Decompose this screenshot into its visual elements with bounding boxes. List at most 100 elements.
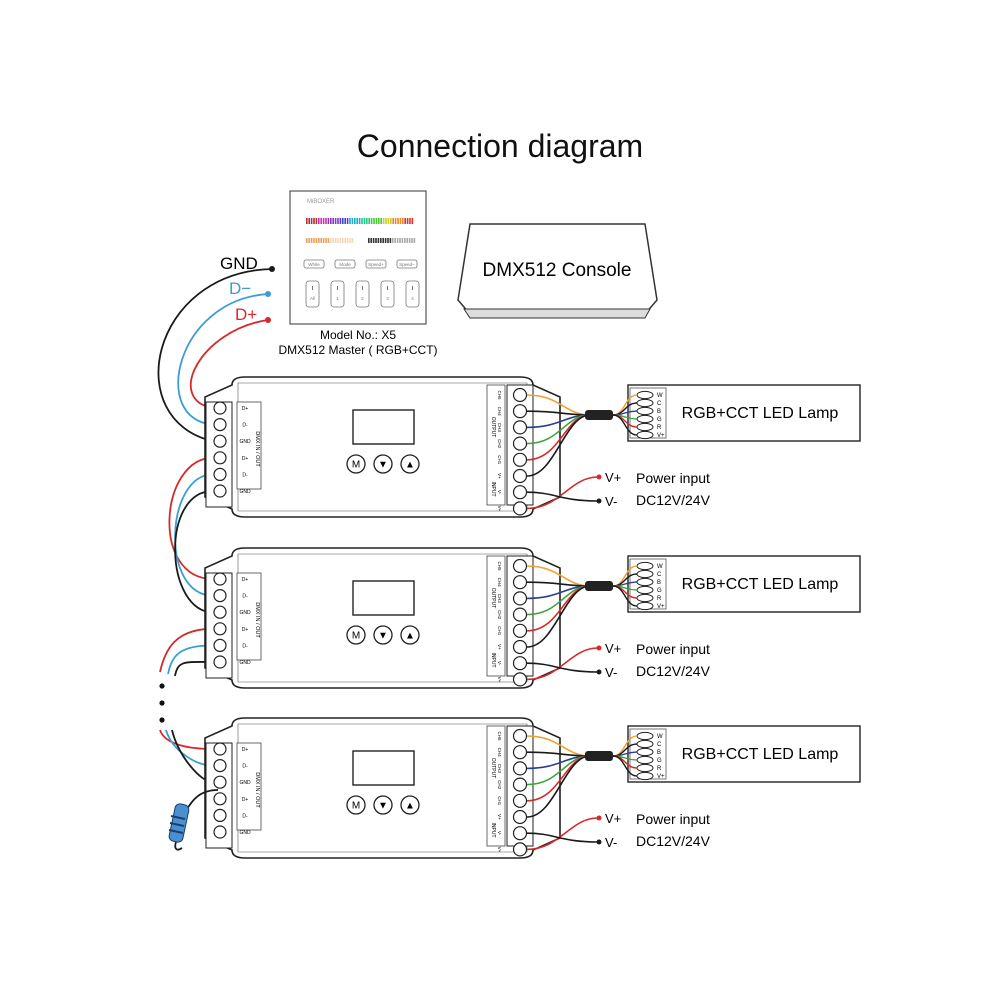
output-terminal-screw[interactable] xyxy=(512,452,528,467)
lamp-pin-label: C xyxy=(657,401,662,407)
panel-description: DMX512 Master ( RGB+CCT) xyxy=(278,343,437,357)
down-button[interactable] xyxy=(373,625,393,645)
up-button[interactable] xyxy=(400,454,420,474)
panel-button-label: White xyxy=(308,262,320,267)
output-terminal-screw[interactable] xyxy=(512,591,528,606)
power-vminus-label: V- xyxy=(605,494,617,509)
dmx-terminal-label: D+ xyxy=(242,797,249,803)
output-terminal-screw[interactable] xyxy=(512,420,528,435)
panel-button[interactable] xyxy=(365,259,387,269)
panel-button[interactable] xyxy=(334,259,356,269)
dmx-terminal-screw[interactable] xyxy=(213,808,227,823)
decoder-button-label: ▼ xyxy=(378,801,388,812)
panel-button[interactable] xyxy=(396,259,418,269)
output-terminal-screw[interactable] xyxy=(512,777,528,792)
lamp-pin[interactable] xyxy=(636,739,654,749)
lamp-pin[interactable] xyxy=(636,406,654,416)
mode-button[interactable] xyxy=(346,625,366,645)
panel-zone-button[interactable] xyxy=(380,280,395,308)
output-terminal-screw[interactable] xyxy=(512,793,528,808)
mode-button[interactable] xyxy=(346,454,366,474)
output-terminal-screw[interactable] xyxy=(512,761,528,776)
power-voltage-label: DC12V/24V xyxy=(636,663,711,679)
panel-zone-button[interactable] xyxy=(355,280,370,308)
output-terminal-screw[interactable] xyxy=(512,623,528,638)
output-terminal-label: V+ xyxy=(497,677,502,683)
lamp-pin-label: W xyxy=(657,564,663,570)
dmx-terminal-screw[interactable] xyxy=(213,742,227,756)
output-terminal-screw[interactable] xyxy=(512,387,528,403)
dmx-terminal-screw[interactable] xyxy=(213,758,227,773)
output-terminal-screw[interactable] xyxy=(512,809,528,825)
dmx-terminal-screw[interactable] xyxy=(213,418,227,432)
panel-button-label: Speed+ xyxy=(368,262,384,267)
panel-zone-button[interactable] xyxy=(305,280,320,308)
dmx-terminal-label: GND xyxy=(239,610,251,616)
dmx-terminal-screw[interactable] xyxy=(213,825,227,839)
output-terminal-screw[interactable] xyxy=(512,826,528,841)
panel-zone-button[interactable] xyxy=(405,280,420,308)
output-terminal-screw[interactable] xyxy=(512,501,528,516)
panel-zone-button[interactable] xyxy=(330,280,345,308)
output-terminal-screw[interactable] xyxy=(512,639,528,655)
lamp-pin[interactable] xyxy=(636,577,654,587)
output-terminal-label: V- xyxy=(497,661,502,666)
dmx-terminal-screw[interactable] xyxy=(213,638,227,653)
lamp-pin[interactable] xyxy=(636,569,654,579)
down-button[interactable] xyxy=(373,454,393,474)
mode-button[interactable] xyxy=(346,795,366,815)
up-button[interactable] xyxy=(400,795,420,815)
output-terminal-screw[interactable] xyxy=(512,404,528,419)
dmx-terminal-screw[interactable] xyxy=(213,572,227,586)
lamp-pin[interactable] xyxy=(636,747,654,757)
output-terminal-screw[interactable] xyxy=(512,436,528,451)
lamp-pin[interactable] xyxy=(636,771,654,781)
lamp-pin[interactable] xyxy=(636,398,654,408)
dmx-terminal-screw[interactable] xyxy=(213,484,227,498)
dmx-terminal-screw[interactable] xyxy=(213,401,227,415)
dmx-terminal-screw[interactable] xyxy=(213,588,227,603)
lamp-pin-label: R xyxy=(657,425,662,431)
dmx-terminal-screw[interactable] xyxy=(213,622,227,636)
output-terminal-screw[interactable] xyxy=(512,575,528,590)
output-terminal-screw[interactable] xyxy=(512,842,528,857)
power-input-label: Power input xyxy=(636,641,710,657)
output-terminal-label: CH2 xyxy=(497,439,502,448)
dmx-terminal-screw[interactable] xyxy=(213,451,227,465)
up-button[interactable] xyxy=(400,625,420,645)
output-terminal-screw[interactable] xyxy=(512,672,528,687)
output-terminal-screw[interactable] xyxy=(512,745,528,760)
output-terminal-screw[interactable] xyxy=(512,485,528,500)
output-terminal-screw[interactable] xyxy=(512,468,528,484)
lamp-pin[interactable] xyxy=(636,585,654,595)
dmx-terminal-label: GND xyxy=(239,660,251,666)
lamp-pin[interactable] xyxy=(636,430,654,440)
lamp-pin[interactable] xyxy=(636,755,654,765)
power-vminus-label: V- xyxy=(605,835,617,850)
dmx-terminal-screw[interactable] xyxy=(213,434,227,448)
dmx-terminal-screw[interactable] xyxy=(213,467,227,481)
output-terminal-screw[interactable] xyxy=(512,607,528,622)
lamp-pin[interactable] xyxy=(636,593,654,603)
panel-color-spectrum xyxy=(306,218,416,243)
continuation-dot xyxy=(159,717,165,723)
dmx-terminal-screw[interactable] xyxy=(213,792,227,806)
down-button[interactable] xyxy=(373,795,393,815)
lamp-pin[interactable] xyxy=(636,390,654,400)
output-terminal-screw[interactable] xyxy=(512,558,528,574)
dmx-terminal-screw[interactable] xyxy=(213,605,227,619)
lamp-pin[interactable] xyxy=(636,731,654,741)
lamp-pin[interactable] xyxy=(636,561,654,571)
lamp-pin[interactable] xyxy=(636,601,654,611)
lamp-pin[interactable] xyxy=(636,763,654,773)
output-terminal-screw[interactable] xyxy=(512,728,528,744)
lamp-pin[interactable] xyxy=(636,422,654,432)
dmx-terminal-screw[interactable] xyxy=(213,775,227,789)
dmx-terminal-label: GND xyxy=(239,439,251,445)
decoder-display xyxy=(352,580,415,616)
panel-button[interactable] xyxy=(303,259,325,269)
decoder-display xyxy=(352,409,415,445)
dmx-terminal-screw[interactable] xyxy=(213,655,227,669)
output-terminal-screw[interactable] xyxy=(512,656,528,671)
lamp-pin[interactable] xyxy=(636,414,654,424)
